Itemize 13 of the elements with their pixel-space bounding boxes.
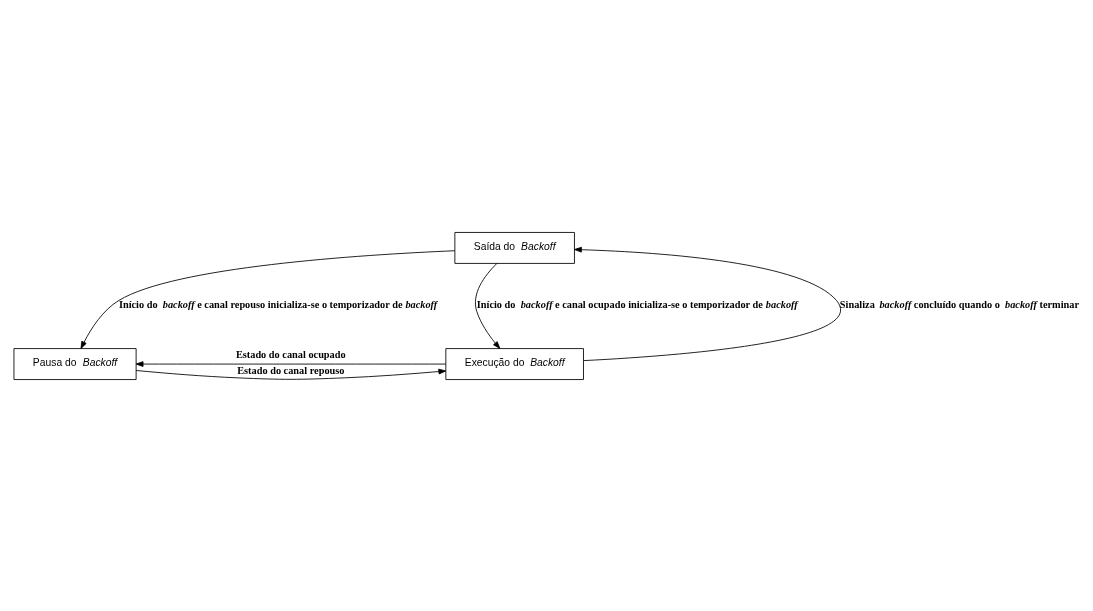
edge-label: Início do backoff e canal ocupado inicializa-se o temporizador de backoff [476,298,798,310]
node-box: Saída do Backoff [454,231,575,264]
arrow [135,360,447,367]
edge-label: Sinaliza backoff concluído quando o backoff terminar [839,298,1079,310]
arrow [574,246,842,361]
node-box: Pausa do Backoff [13,347,137,380]
edge-label: Início do backoff e canal repouso inicializa-se o temporizador de backoff [118,298,438,310]
arrow [80,249,456,349]
edge-label: Estado do canal ocupado [235,348,346,360]
edge-label: Estado do canal repouso [237,364,345,376]
arrow [135,368,447,380]
arrow [474,262,501,349]
node-box: Execução do Backoff [445,347,584,380]
